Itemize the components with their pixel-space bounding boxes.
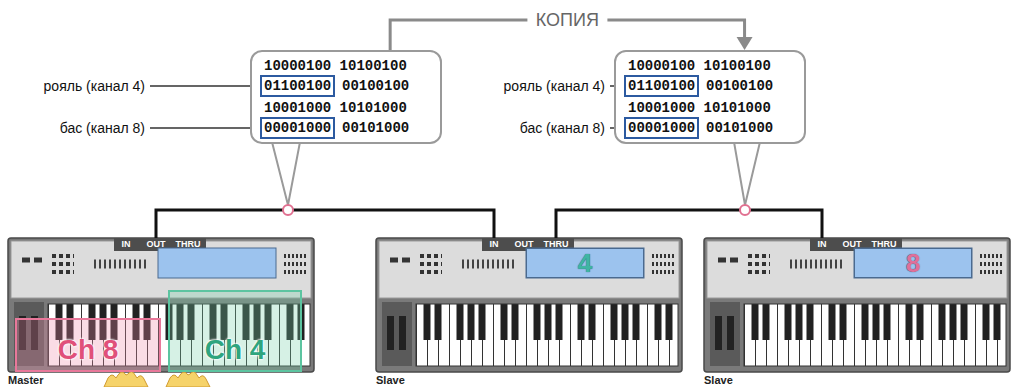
- channel-byte-box: 01100100: [260, 75, 335, 97]
- callout-tail: [734, 142, 760, 205]
- midi-cable: [556, 210, 822, 238]
- channel-number: 4: [578, 249, 592, 277]
- tap-point: [283, 205, 293, 215]
- device-role: Slave: [704, 374, 733, 387]
- data-callout: 10000100 10100100 00100100 10001000 101010…: [250, 50, 442, 144]
- tap-point: [740, 205, 750, 215]
- binary-byte: 10000100 10100100: [264, 58, 407, 74]
- jack-label: OUT: [147, 239, 166, 250]
- channel-label: рояль (канал 4): [504, 77, 605, 95]
- channel-number: 8: [906, 249, 920, 277]
- binary-byte: 00101000: [342, 120, 409, 136]
- synthesizer: INOUTTHRUSlave8: [704, 238, 1010, 372]
- binary-byte: 00001000: [628, 120, 695, 136]
- edge-label: КОПИЯ: [528, 9, 607, 31]
- binary-byte: 01100100: [628, 78, 695, 94]
- jack-label: IN: [122, 239, 131, 250]
- binary-byte: 00100100: [706, 78, 773, 94]
- keyboard-zone: Ch 4: [168, 290, 302, 372]
- channel-display: 4: [526, 248, 644, 278]
- channel-byte-box: 01100100: [624, 75, 699, 97]
- binary-byte: 00100100: [342, 78, 409, 94]
- midi-cable: [156, 210, 494, 238]
- channel-label: бас (канал 8): [520, 119, 605, 137]
- arrowhead: [737, 37, 753, 50]
- binary-byte: 00001000: [264, 120, 331, 136]
- synthesizer: INOUTTHRUSlave4: [376, 238, 682, 372]
- hand: [104, 372, 148, 387]
- data-callout: 10000100 10100100 00100100 10001000 101010…: [614, 50, 806, 144]
- jack-label: THRU: [176, 239, 201, 250]
- channel-label: Ch 8: [58, 334, 119, 366]
- jack-label: IN: [818, 239, 827, 250]
- device-role: Slave: [376, 374, 405, 387]
- synthesizer-body: [704, 238, 1010, 372]
- synthesizer-body: [8, 238, 314, 372]
- channel-display: 8: [854, 248, 972, 278]
- jack-label: IN: [490, 239, 499, 250]
- callout-tail: [272, 142, 300, 205]
- binary-byte: 00101000: [706, 120, 773, 136]
- keyboard-zone: Ch 8: [15, 318, 161, 372]
- device-role: Master: [8, 374, 43, 387]
- hand: [166, 372, 210, 387]
- channel-label: бас (канал 8): [60, 119, 145, 137]
- binary-byte: 10001000 10101000: [264, 100, 407, 116]
- channel-byte-box: 00001000: [260, 117, 335, 139]
- synthesizer: INOUTTHRUMasterCh 8Ch 4: [8, 238, 314, 372]
- channel-label: рояль (канал 4): [44, 77, 145, 95]
- channel-label: Ch 4: [205, 334, 266, 366]
- midi-cable: [156, 210, 494, 238]
- binary-byte: 10001000 10101000: [628, 100, 771, 116]
- synthesizer-body: [376, 238, 682, 372]
- binary-byte: 10000100 10100100: [628, 58, 771, 74]
- binary-byte: 01100100: [264, 78, 331, 94]
- midi-cable: [556, 210, 822, 238]
- channel-byte-box: 00001000: [624, 117, 699, 139]
